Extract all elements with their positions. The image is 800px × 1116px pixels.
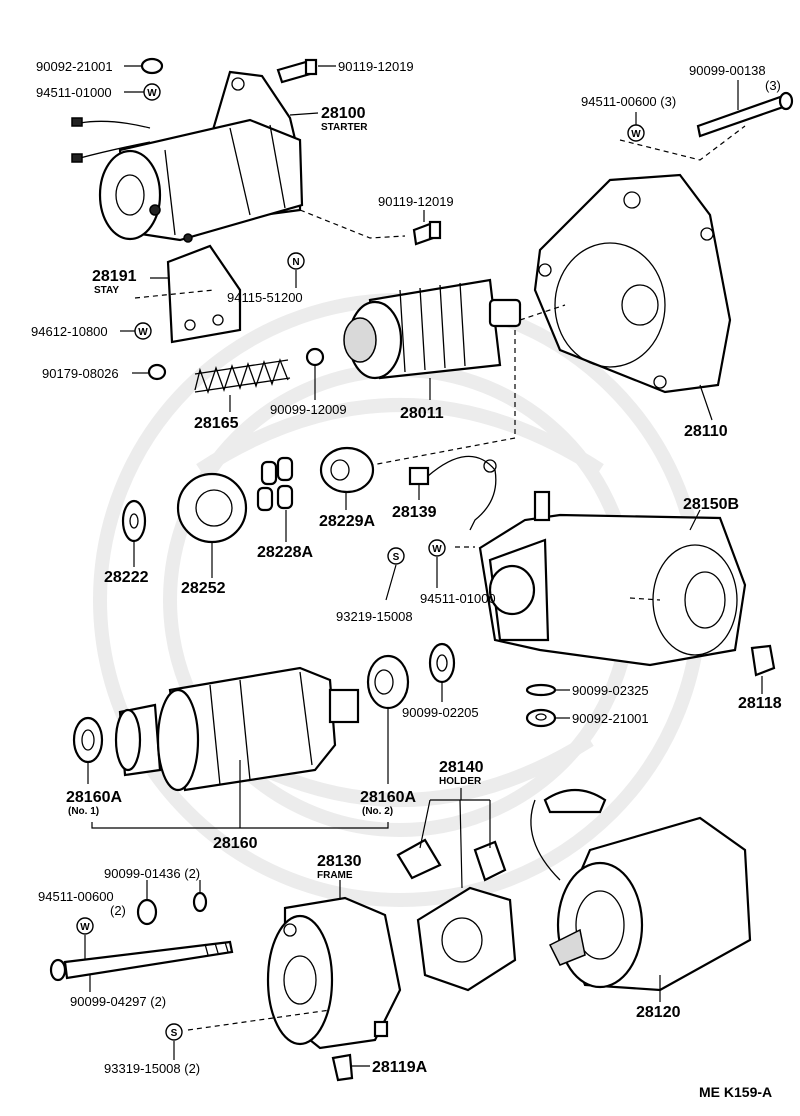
label-90092-21001-mid: 90092-21001	[572, 711, 649, 726]
badge-spring-mid: S	[387, 547, 405, 565]
svg-text:S: S	[171, 1028, 178, 1039]
brush-holder-drawing	[396, 838, 517, 992]
label-28118: 28118	[738, 695, 782, 712]
badge-washer-stay: W	[134, 322, 152, 340]
label-28160A-no2: 28160A	[360, 789, 416, 806]
label-28160A-no1: 28160A	[66, 789, 122, 806]
label-93319-15008: 93319-15008 (2)	[104, 1061, 200, 1076]
label-90099-02325: 90099-02325	[572, 683, 649, 698]
label-90099-00138: 90099-00138	[689, 63, 766, 78]
badge-washer-top: W	[143, 83, 161, 101]
label-94511-00600-2-qty: (2)	[110, 903, 126, 918]
label-28130-sub: FRAME	[317, 870, 353, 881]
label-90099-01436: 90099-01436 (2)	[104, 866, 200, 881]
label-28229A: 28229A	[319, 513, 375, 530]
label-28191-sub: STAY	[94, 285, 119, 296]
label-94511-01000-mid: 94511-01000	[420, 591, 496, 606]
assembly-guide-lines	[134, 125, 746, 1031]
label-90092-21001-top: 90092-21001	[36, 59, 113, 74]
label-28119A: 28119A	[372, 1059, 428, 1076]
clutch-drive-drawing	[343, 278, 522, 380]
label-28222: 28222	[104, 569, 149, 586]
label-90099-00138-qty: (3)	[765, 78, 781, 93]
badge-washer-right: W	[627, 124, 645, 142]
svg-text:N: N	[292, 257, 299, 268]
label-94612-10800: 94612-10800	[31, 324, 108, 339]
lead-wire-drawing	[408, 455, 497, 531]
label-28191: 28191	[92, 268, 137, 285]
svg-text:W: W	[631, 129, 641, 140]
badge-washer-mid: W	[428, 539, 446, 557]
label-90119-12019-top: 90119-12019	[338, 59, 414, 74]
label-28140: 28140	[439, 759, 484, 776]
label-94511-00600-3: 94511-00600 (3)	[581, 94, 676, 109]
armature-drawing	[72, 654, 410, 792]
label-90099-04297: 90099-04297 (2)	[70, 994, 166, 1009]
label-28140-sub: HOLDER	[439, 776, 482, 787]
small-parts-middle	[121, 347, 375, 544]
label-28252: 28252	[181, 580, 226, 597]
label-28139: 28139	[392, 504, 437, 521]
label-93219-15008: 93219-15008	[336, 609, 413, 624]
label-28100-sub: STARTER	[321, 122, 368, 133]
badge-nut: N	[287, 252, 305, 270]
label-28150B: 28150B	[683, 496, 739, 513]
label-28011: 28011	[400, 405, 444, 422]
svg-text:S: S	[393, 552, 400, 563]
drive-housing-drawing	[533, 173, 732, 394]
label-28120: 28120	[636, 1004, 681, 1021]
field-yoke-drawing	[530, 789, 752, 992]
badge-spring-bottom: S	[165, 1023, 183, 1041]
leader-lines	[84, 65, 763, 1067]
label-90099-12009: 90099-12009	[270, 402, 347, 417]
washers-right	[428, 642, 557, 728]
label-94115-51200: 94115-51200	[227, 290, 303, 305]
svg-text:W: W	[80, 922, 90, 933]
figure-code: ME K159-A	[699, 1084, 772, 1100]
badge-washer-bottom: W	[76, 917, 94, 935]
label-28160A-no1-sub: (No. 1)	[68, 806, 99, 817]
label-28110: 28110	[684, 423, 728, 440]
commutator-frame-drawing	[266, 896, 402, 1082]
label-28160A-no2-sub: (No. 2)	[362, 806, 393, 817]
bolts-and-nuts	[140, 57, 794, 246]
label-90099-02205: 90099-02205	[402, 705, 479, 720]
through-bolt-drawing	[49, 891, 234, 982]
svg-text:W: W	[138, 327, 148, 338]
label-28100: 28100	[321, 105, 366, 122]
stay-bracket-drawing	[166, 244, 242, 344]
label-28160: 28160	[213, 835, 258, 852]
label-90119-12019-mid: 90119-12019	[378, 194, 454, 209]
starter-assembly-drawing	[71, 70, 304, 243]
label-28165: 28165	[194, 415, 239, 432]
label-90179-08026: 90179-08026	[42, 366, 119, 381]
label-28130: 28130	[317, 853, 362, 870]
part-labels: 90092-21001 94511-01000 90119-12019 2810…	[31, 59, 782, 1100]
solenoid-housing-drawing	[478, 490, 776, 677]
label-94511-01000-top: 94511-01000	[36, 85, 112, 100]
svg-text:W: W	[147, 88, 157, 99]
label-94511-00600-2: 94511-00600	[38, 889, 114, 904]
spring-drawing	[194, 358, 291, 394]
svg-text:W: W	[432, 544, 442, 555]
label-28228A: 28228A	[257, 544, 313, 561]
